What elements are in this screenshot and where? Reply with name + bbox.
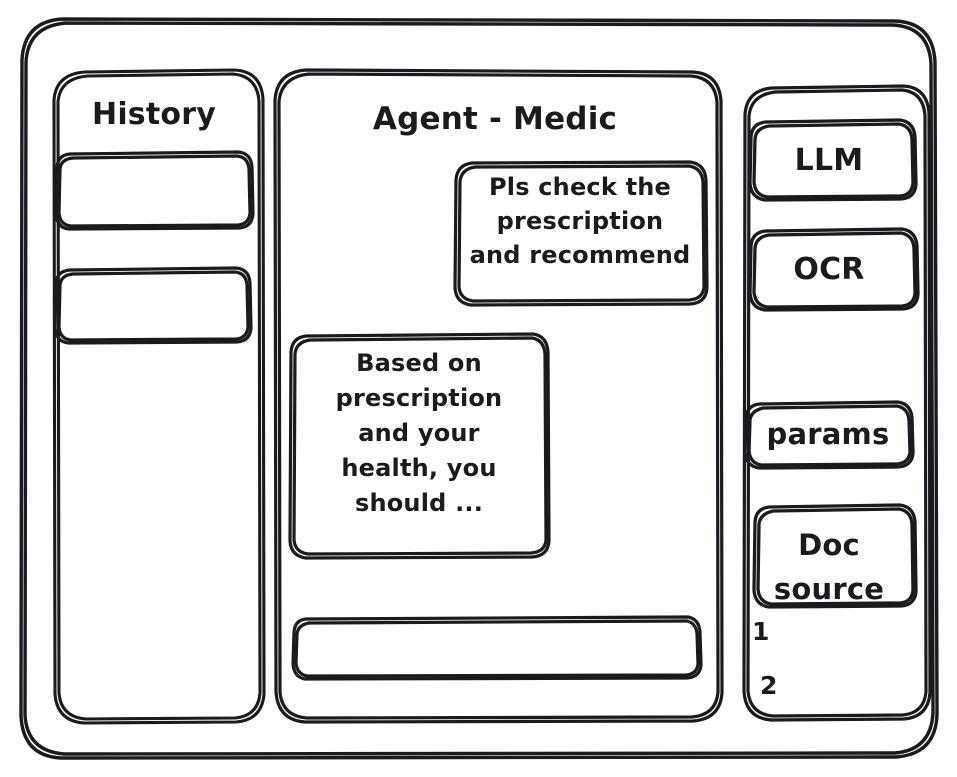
composer-input[interactable] — [293, 617, 701, 679]
doc-source-box-outline — [752, 503, 918, 609]
history-item-2-outline — [53, 266, 253, 345]
tool-button-llm-outline — [748, 118, 918, 202]
composer-input-outline — [291, 615, 703, 681]
page-title: Agent - Medic — [372, 101, 618, 137]
agent-message-text: Based on prescription and your health, y… — [335, 349, 503, 518]
doc-source-item-2[interactable]: 2 — [760, 671, 778, 700]
tool-button-params-label[interactable]: params — [766, 417, 890, 451]
tool-button-ocr-label[interactable]: OCR — [793, 252, 865, 287]
user-message-bubble-outline — [453, 160, 709, 307]
history-item-2[interactable] — [55, 268, 251, 343]
agent-message-bubble — [290, 334, 549, 558]
tool-button-params[interactable] — [745, 402, 913, 468]
tool-button-llm-label[interactable]: LLM — [794, 143, 864, 178]
tool-button-params-outline — [743, 400, 915, 470]
main-panel-outline — [273, 68, 724, 724]
doc-source-box[interactable] — [754, 505, 916, 607]
tool-button-ocr-outline — [748, 227, 920, 312]
history-item-1-outline — [54, 150, 255, 231]
history-item-1[interactable] — [56, 152, 253, 229]
agent-message-bubble-outline — [288, 332, 551, 560]
window-frame — [19, 17, 939, 760]
user-message-bubble — [455, 162, 707, 305]
tool-button-ocr[interactable] — [750, 229, 918, 310]
history-panel-outline — [52, 68, 266, 725]
doc-source-item-1[interactable]: 1 — [752, 617, 770, 646]
tools-panel-outline — [742, 84, 932, 722]
doc-source-label[interactable]: Doc source — [773, 528, 885, 606]
user-message-text: Pls check the prescription and recommend — [469, 173, 691, 270]
history-panel-title: History — [92, 97, 216, 132]
tool-button-llm[interactable] — [750, 120, 917, 200]
